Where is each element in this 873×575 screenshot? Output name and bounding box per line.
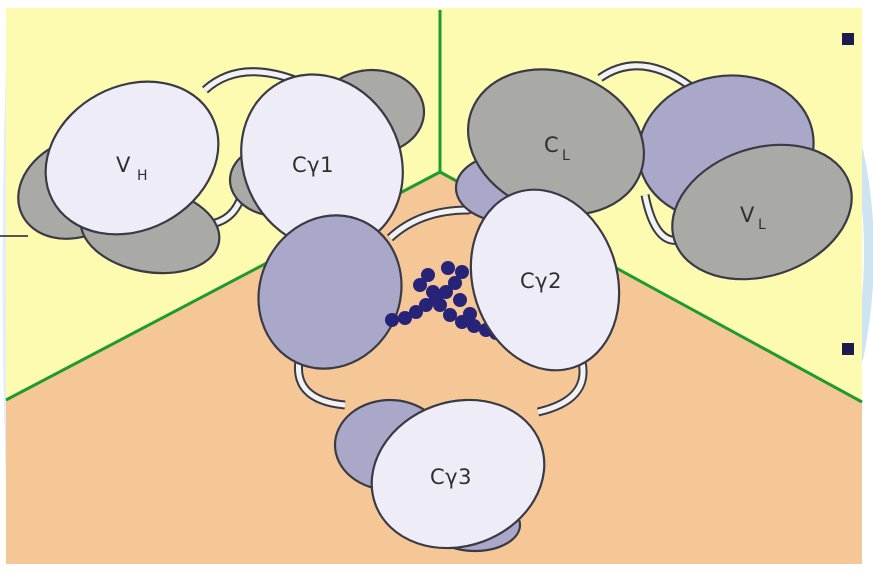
domain-cg2-right: Cγ2 — [469, 188, 621, 372]
cg2-label: Cγ2 — [520, 269, 562, 293]
cg1-label: Cγ1 — [292, 153, 334, 177]
domain-vl: V L — [637, 74, 853, 281]
floor — [6, 172, 862, 564]
vh-front — [44, 80, 220, 236]
bullet-marker-top — [842, 33, 854, 45]
vh-label: V — [116, 153, 131, 177]
cg3-front — [370, 398, 546, 550]
cl-label: C — [544, 133, 559, 157]
cg3-label: Cγ3 — [430, 465, 472, 489]
cl-label-subscript: L — [562, 148, 570, 164]
vh-label-subscript: H — [137, 168, 148, 184]
bullet-marker-bottom — [842, 343, 854, 355]
vl-label-subscript: L — [758, 217, 766, 233]
cg2-right-body — [469, 188, 621, 372]
domain-vh: V H — [17, 80, 221, 275]
vl-label: V — [740, 203, 755, 227]
vl-front — [671, 143, 853, 281]
domain-cg3: Cγ3 — [333, 398, 546, 553]
glycan-chains — [385, 261, 503, 340]
